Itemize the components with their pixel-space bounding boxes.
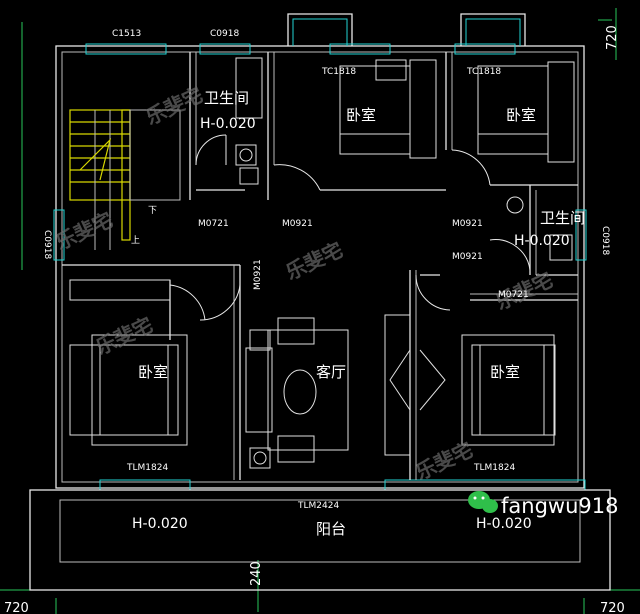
room-balcony: 阳台 (316, 520, 346, 538)
room-names: 卫生间 H-0.020 卧室 卧室 卫生间 H-0.020 卧室 客厅 卧室 阳… (132, 89, 585, 538)
bay-windows (287, 13, 526, 46)
window-label-tc1818-1: TC1818 (321, 67, 356, 77)
watermark-text-6: 乐斐宅 (92, 312, 157, 359)
dimensions: 720 720 720 240 (4, 25, 625, 614)
door-label-m0721-1: M0721 (198, 219, 229, 229)
door-label-m0921-1: M0921 (282, 219, 313, 229)
dim-720-top-right: 720 (605, 25, 620, 50)
balcony (29, 489, 611, 591)
level-bathroom-1: H-0.020 (200, 116, 256, 132)
level-balcony-left: H-0.020 (132, 516, 188, 532)
window-label-c1513: C1513 (112, 29, 141, 39)
level-bathroom-2: H-0.020 (514, 233, 570, 249)
bedroom-left-furniture (69, 279, 206, 446)
door-label-m0921-vertical: M0921 (253, 259, 263, 290)
door-label-tlm1824-1: TLM1824 (126, 463, 168, 473)
watermark-text-3: 乐斐宅 (282, 237, 347, 284)
door-label-m0921-3: M0921 (452, 252, 483, 262)
room-bathroom-1: 卫生间 (204, 89, 249, 107)
window-label-c0918-right: C0918 (600, 226, 610, 255)
door-label-tlm2424: TLM2424 (297, 501, 339, 511)
stair-down-label: 下 (148, 206, 157, 216)
door-label-tlm1824-2: TLM1824 (473, 463, 515, 473)
room-bathroom-2: 卫生间 (540, 209, 585, 227)
watermark-text-5: 乐斐宅 (412, 437, 477, 484)
level-balcony-right: H-0.020 (476, 516, 532, 532)
living-room-furniture (199, 284, 446, 469)
room-bedroom-top-2: 卧室 (506, 106, 536, 124)
door-label-m0921-2: M0921 (452, 219, 483, 229)
bedroom-top-1-furniture (273, 59, 437, 191)
window-label-tc1818-2: TC1818 (466, 67, 501, 77)
dim-720-bottom-right: 720 (600, 601, 625, 614)
interior-walls (62, 52, 578, 480)
wechat-id: fangwu918 (501, 494, 618, 518)
dim-240-bottom: 240 (249, 561, 264, 586)
room-bedroom-left: 卧室 (138, 363, 168, 381)
bathroom-1-fixtures (195, 57, 263, 185)
room-living: 客厅 (316, 363, 346, 381)
watermark-text-1: 乐斐宅 (142, 82, 207, 129)
watermark: 乐斐宅 乐斐宅 乐斐宅 乐斐宅 乐斐宅 乐斐宅 (52, 82, 557, 484)
room-bedroom-top-1: 卧室 (346, 106, 376, 124)
window-label-c0918-left: C0918 (42, 230, 52, 259)
window-label-c0918-top: C0918 (210, 29, 239, 39)
bedroom-top-2-furniture (451, 61, 575, 186)
bedroom-right-furniture (415, 274, 556, 446)
bathroom-2-fixtures (489, 196, 573, 271)
stair-up-label: 上 (131, 235, 140, 246)
dim-720-bottom-left: 720 (4, 601, 29, 614)
labels: C1513 C0918 TC1818 TC1818 M0721 M0921 M0… (42, 29, 610, 511)
outer-walls (55, 45, 585, 489)
room-bedroom-right: 卧室 (490, 363, 520, 381)
door-label-m0721-2: M0721 (498, 290, 529, 300)
staircase (69, 109, 181, 250)
wechat-badge: fangwu918 (468, 491, 618, 518)
